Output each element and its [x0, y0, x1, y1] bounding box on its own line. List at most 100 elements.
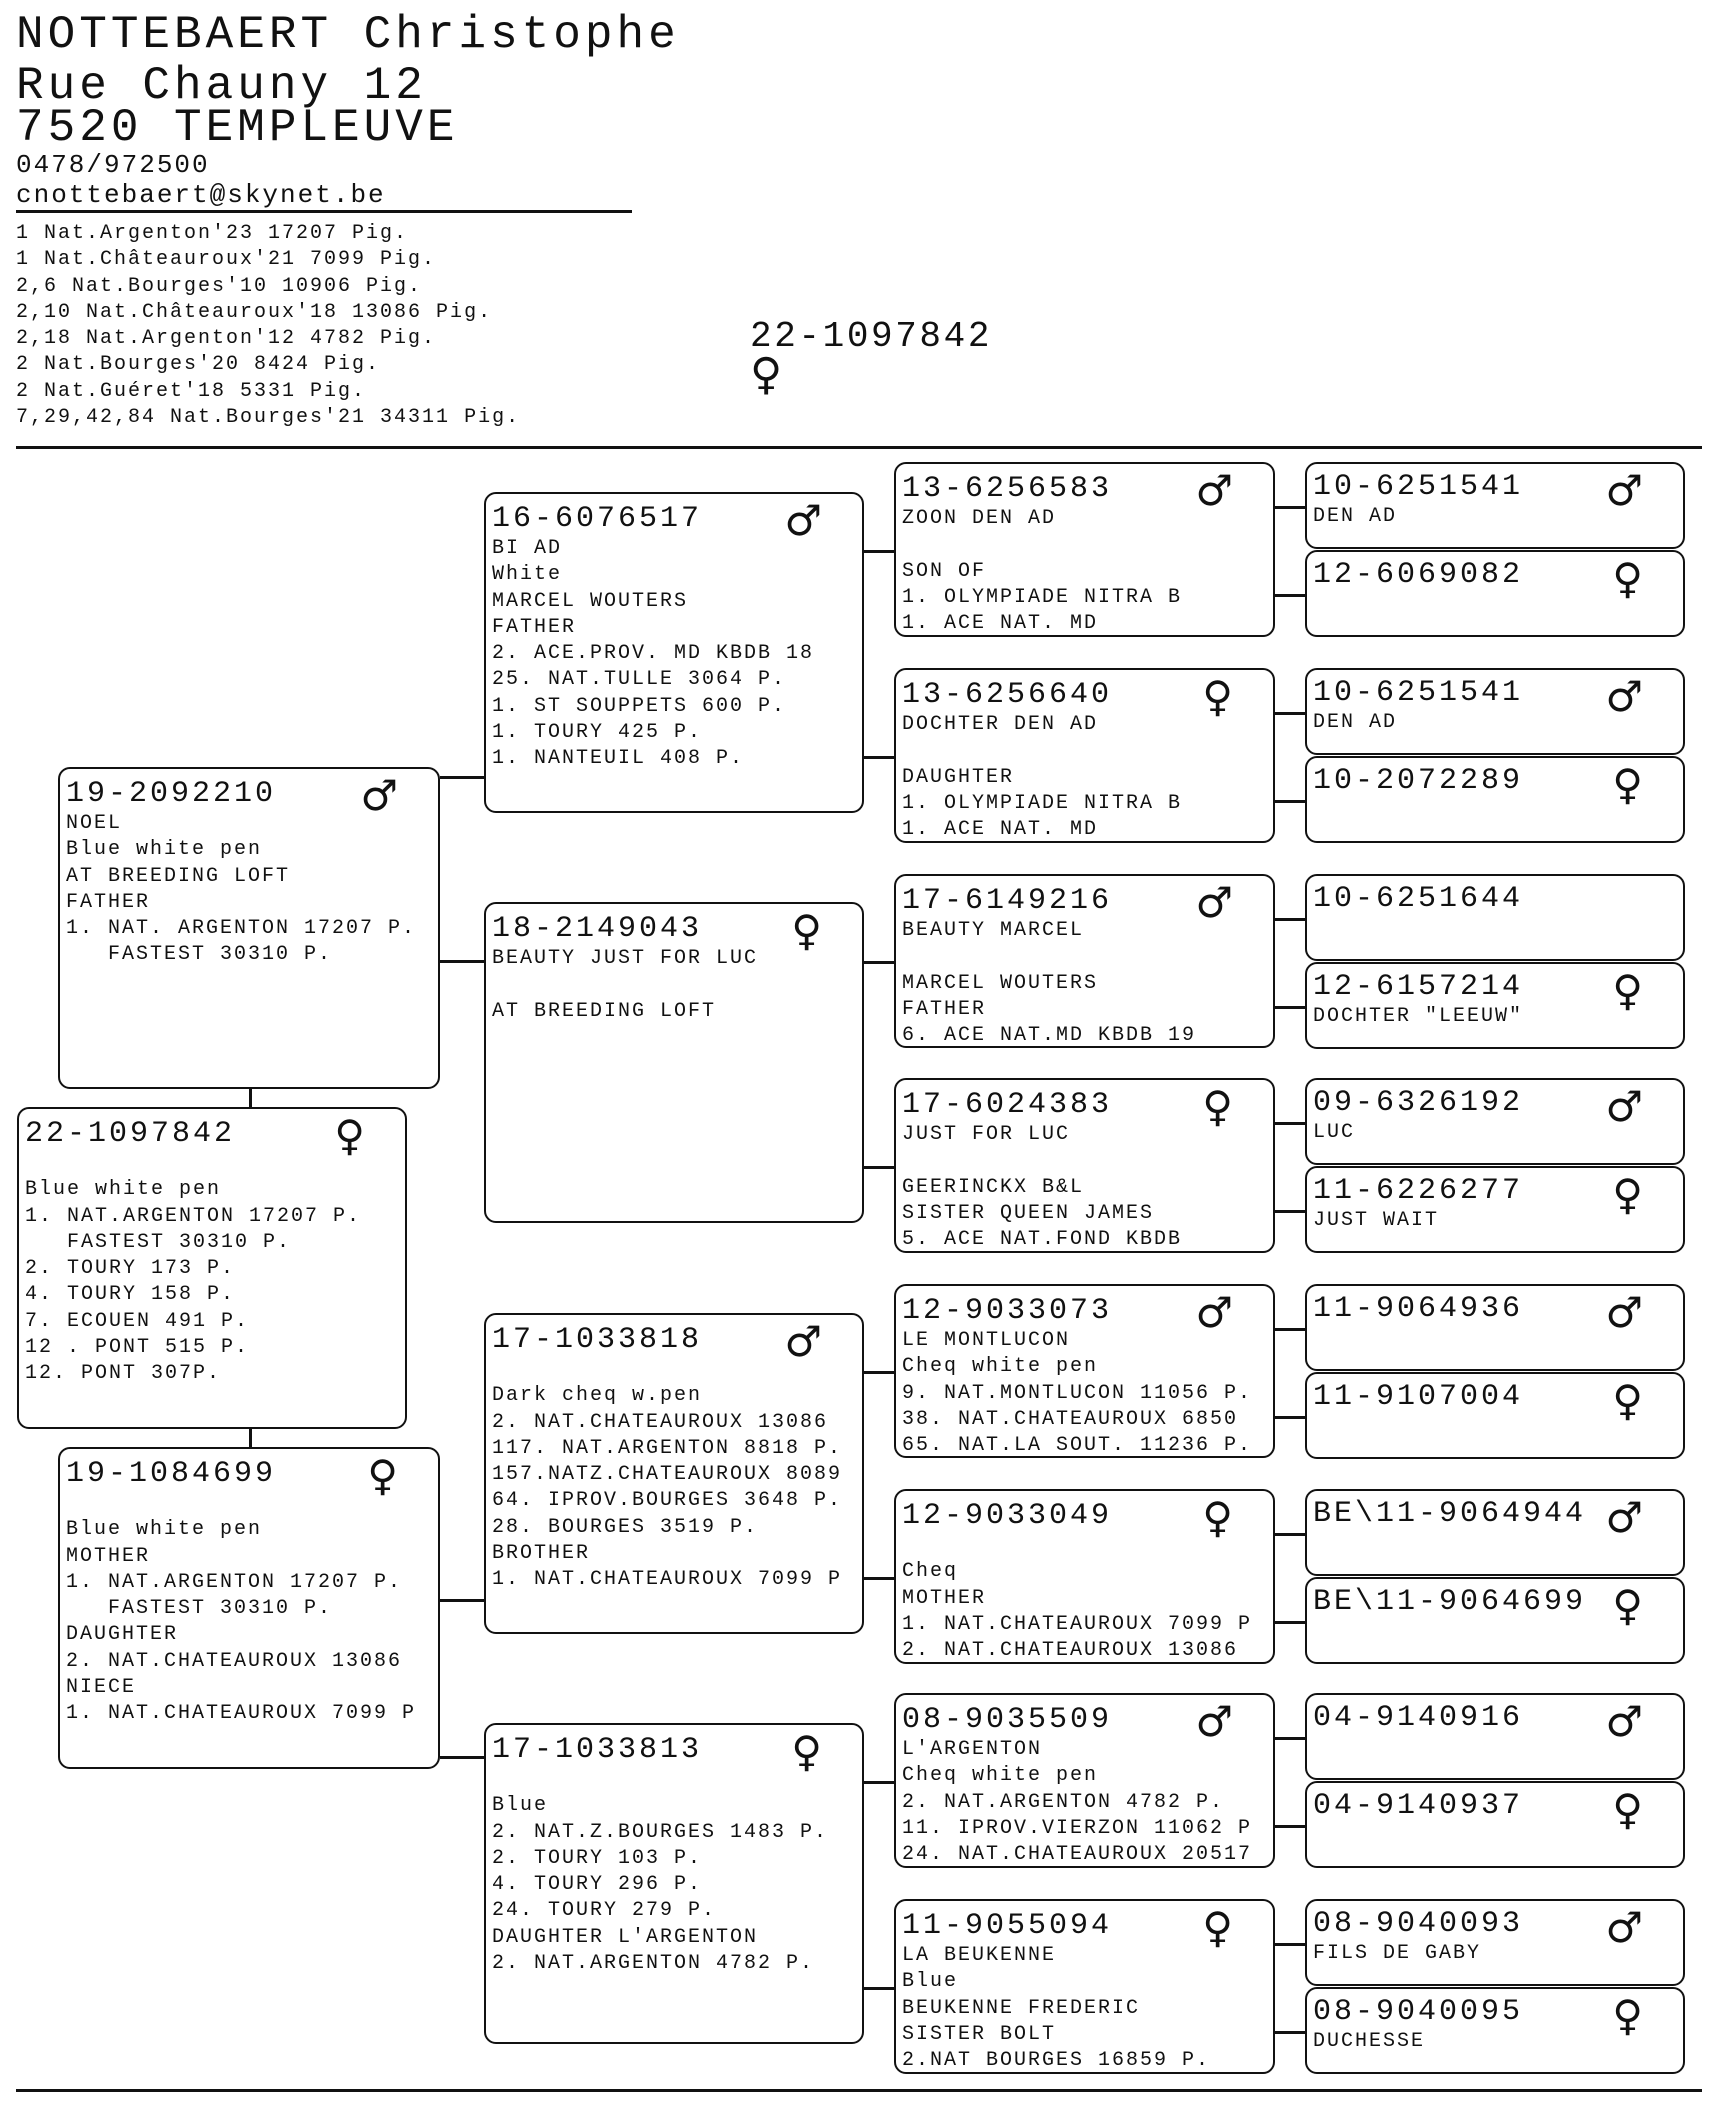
- pigeon-info-line: Dark cheq w.pen: [492, 1384, 703, 1408]
- female-icon: ♀: [1612, 1785, 1643, 1834]
- pigeon-info-line: MARCEL WOUTERS: [902, 971, 1099, 995]
- pigeon-card-gen5[interactable]: 12-6069082♀: [1305, 550, 1685, 637]
- pigeon-info-line: 2. NAT.CHATEAUROUX 13086: [66, 1649, 403, 1673]
- male-icon: ♂: [1195, 1288, 1233, 1337]
- pigeon-card-gen5[interactable]: 11-6226277 ♀ JUST WAIT: [1305, 1166, 1685, 1253]
- pigeon-info-line: 2. NAT.ARGENTON 4782 P.: [492, 1952, 815, 1976]
- pigeon-card-gen5[interactable]: 10-6251541♂DEN AD: [1305, 462, 1685, 549]
- pigeon-info-line: Blue: [492, 1794, 549, 1818]
- pigeon-info-line: 12 . PONT 515 P.: [25, 1336, 250, 1360]
- pigeon-info-line: NIECE: [66, 1676, 137, 1700]
- pigeon-card-gen5[interactable]: 10-2072289♀: [1305, 756, 1685, 843]
- female-icon: ♀: [1612, 554, 1643, 603]
- female-icon: ♀: [1202, 672, 1233, 721]
- ring-number: 16-6076517: [492, 502, 703, 536]
- owner-street: Rue Chauny 12: [16, 60, 427, 112]
- connector-line: [249, 1429, 252, 1447]
- pigeon-info-line: 157.NATZ.CHATEAUROUX 8089: [492, 1463, 843, 1487]
- female-icon: ♀: [1612, 1581, 1643, 1630]
- pigeon-info-line: LE MONTLUCON: [902, 1329, 1071, 1352]
- pigeon-info-line: NOEL: [66, 812, 123, 835]
- pigeon-info-line: BI AD: [492, 537, 563, 560]
- pigeon-card-gen5[interactable]: 10-6251541♂DEN AD: [1305, 668, 1685, 755]
- ring-number: 11-9055094: [902, 1909, 1113, 1943]
- pigeon-card-gen5[interactable]: 11-9064936♂: [1305, 1284, 1685, 1371]
- pigeon-card-gen5[interactable]: 04-9140937♀: [1305, 1781, 1685, 1868]
- owner-name: NOTTEBAERT Christophe: [16, 9, 680, 61]
- pigeon-info-line: BEUKENNE FREDERIC: [902, 1996, 1141, 2020]
- connector-line: [864, 755, 894, 759]
- male-icon: ♂: [1605, 466, 1643, 515]
- ring-number: 18-2149043: [492, 912, 703, 946]
- connector-line: [864, 1576, 894, 1580]
- male-icon: ♂: [1605, 672, 1643, 721]
- pigeon-card-gen5[interactable]: 11-9107004♀: [1305, 1372, 1685, 1459]
- connector-line: [1275, 1532, 1305, 1536]
- pigeon-card-gen5[interactable]: 10-6251644: [1305, 874, 1685, 961]
- pigeon-info-line: 9. NAT.MONTLUCON 11056 P.: [902, 1381, 1253, 1405]
- top-divider: [16, 446, 1702, 449]
- ring-number: 19-2092210: [66, 777, 277, 811]
- pigeon-info-line: 11. IPROV.VIERZON 11062 P: [902, 1816, 1253, 1840]
- female-icon: ♀: [750, 349, 783, 400]
- pigeon-info-line: FASTEST 30310 P.: [66, 1597, 333, 1621]
- connector-line: [1275, 1415, 1305, 1419]
- connector-line: [1275, 505, 1305, 509]
- pigeon-info-line: L'ARGENTON: [902, 1738, 1043, 1761]
- ring-number: 09-6326192: [1313, 1086, 1524, 1120]
- pigeon-info-line: MOTHER: [902, 1586, 987, 1610]
- ring-number: 17-1033813: [492, 1733, 703, 1767]
- pigeon-info-line: 1. TOURY 425 P.: [492, 721, 703, 745]
- female-icon: ♀: [1612, 1170, 1643, 1219]
- pigeon-card-gen5[interactable]: 08-9040095♀DUCHESSE: [1305, 1987, 1685, 2074]
- pigeon-card-gen5[interactable]: 04-9140916♂: [1305, 1693, 1685, 1780]
- pigeon-info-line: BEAUTY JUST FOR LUC: [492, 947, 759, 970]
- female-icon: ♀: [1202, 1903, 1233, 1952]
- pigeon-info-line: [902, 532, 1267, 558]
- pigeon-info-line: ZOON DEN AD: [902, 507, 1057, 530]
- pigeon-info-line: 2.NAT BOURGES 16859 P.: [902, 2049, 1211, 2073]
- ring-number: 22-1097842: [25, 1117, 236, 1151]
- ring-number: BE\11-9064699: [1313, 1585, 1587, 1619]
- bottom-divider: [16, 2089, 1702, 2092]
- pigeon-card-gen5[interactable]: BE\11-9064699 ♀: [1305, 1577, 1685, 1664]
- pigeon-card-gen5[interactable]: 08-9040093♂FILS DE GABY: [1305, 1899, 1685, 1986]
- ring-number: 11-6226277: [1313, 1174, 1524, 1208]
- pigeon-info-line: SISTER QUEEN JAMES: [902, 1201, 1155, 1225]
- connector-line: [1275, 1942, 1305, 1946]
- pigeon-info-line: 1. NAT.CHATEAUROUX 7099 P: [66, 1702, 417, 1726]
- ring-number: 11-9064936: [1313, 1292, 1524, 1326]
- pigeon-info-line: 2. NAT.ARGENTON 4782 P.: [902, 1790, 1225, 1814]
- female-icon: ♀: [791, 1727, 822, 1776]
- pigeon-info-line: JUST WAIT: [1313, 1209, 1440, 1232]
- pigeon-card-gen5[interactable]: 09-6326192♂LUC: [1305, 1078, 1685, 1165]
- connector-line: [1275, 1327, 1305, 1331]
- pigeon-info-line: [902, 944, 1267, 970]
- pigeon-info-line: 2. NAT.CHATEAUROUX 13086: [902, 1639, 1239, 1663]
- male-icon: ♂: [360, 771, 398, 820]
- pigeon-info-line: 117. NAT.ARGENTON 8818 P.: [492, 1436, 843, 1460]
- female-icon: ♀: [1612, 966, 1643, 1015]
- pigeon-info-line: DAUGHTER: [902, 765, 1015, 789]
- pigeon-card-gen5[interactable]: BE\11-9064944♂: [1305, 1489, 1685, 1576]
- pigeon-info-line: SISTER BOLT: [902, 2022, 1057, 2046]
- pigeon-info-line: 2. TOURY 173 P.: [25, 1257, 236, 1281]
- pigeon-card-gen5[interactable]: 12-6157214♀DOCHTER "LEEUW": [1305, 962, 1685, 1049]
- connector-line: [1275, 1005, 1305, 1009]
- pigeon-info-line: FATHER: [492, 615, 577, 639]
